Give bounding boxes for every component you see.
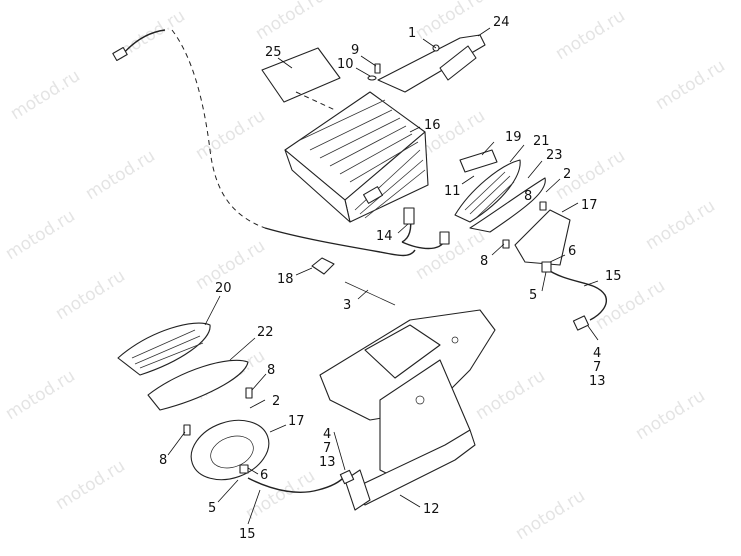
watermark: motod.ru bbox=[2, 366, 79, 424]
callout-10: 10 bbox=[337, 57, 354, 72]
cable-tie-3 bbox=[344, 281, 396, 306]
mounting-frame-12 bbox=[319, 309, 496, 511]
callout-7-right: 7 bbox=[593, 360, 601, 375]
washer-10 bbox=[367, 75, 377, 81]
callout-8-left-upper: 8 bbox=[267, 363, 275, 378]
speaker-lead-15-left bbox=[247, 469, 355, 493]
watermark: motod.ru bbox=[652, 56, 729, 114]
callout-21: 21 bbox=[533, 134, 550, 149]
watermark: motod.ru bbox=[252, 0, 329, 44]
speaker-bracket-17-right bbox=[502, 201, 571, 266]
amplifier-16 bbox=[284, 91, 429, 223]
watermark: motod.ru bbox=[7, 66, 84, 124]
watermark: motod.ru bbox=[512, 486, 589, 544]
callout-20: 20 bbox=[215, 281, 232, 296]
callout-1: 1 bbox=[408, 26, 416, 41]
watermark: motod.ru bbox=[642, 196, 719, 254]
callout-17-left: 17 bbox=[288, 414, 305, 429]
callout-14: 14 bbox=[376, 229, 393, 244]
speaker-17-left bbox=[190, 419, 270, 481]
callout-3: 3 bbox=[343, 298, 351, 313]
callout-13-left: 13 bbox=[319, 455, 336, 470]
antenna-cable bbox=[112, 29, 416, 257]
clip-8-left bbox=[183, 387, 253, 436]
watermark: motod.ru bbox=[472, 366, 549, 424]
callout-12: 12 bbox=[423, 502, 440, 517]
callout-8-right-upper: 8 bbox=[524, 189, 532, 204]
watermark: motod.ru bbox=[82, 146, 159, 204]
callout-11: 11 bbox=[444, 184, 461, 199]
callout-4-left: 4 bbox=[323, 427, 331, 442]
gasket-22-left bbox=[147, 359, 249, 411]
speaker-grille-right bbox=[454, 149, 546, 233]
callout-6-left: 6 bbox=[260, 468, 268, 483]
callout-16: 16 bbox=[424, 118, 441, 133]
callout-2-left: 2 bbox=[272, 394, 280, 409]
callout-8-right-lower: 8 bbox=[480, 254, 488, 269]
callout-5-left: 5 bbox=[208, 501, 216, 516]
callout-labels: 1 24 25 9 10 16 19 21 23 11 2 8 17 14 8 … bbox=[159, 15, 622, 542]
callout-25: 25 bbox=[265, 45, 282, 60]
callout-15-left: 15 bbox=[239, 527, 256, 542]
callout-7-left: 7 bbox=[323, 441, 331, 456]
screw-9 bbox=[374, 63, 381, 74]
label-sheet-25 bbox=[261, 47, 341, 111]
callout-18: 18 bbox=[277, 272, 294, 287]
watermark: motod.ru bbox=[552, 6, 629, 64]
callout-6-right: 6 bbox=[568, 244, 576, 259]
callout-15-right: 15 bbox=[605, 269, 622, 284]
callout-22: 22 bbox=[257, 325, 274, 340]
watermark: motod.ru bbox=[52, 456, 129, 514]
watermark: motod.ru bbox=[2, 206, 79, 264]
callout-8-left-lower: 8 bbox=[159, 453, 167, 468]
callout-4-right: 4 bbox=[593, 346, 601, 361]
harness-14 bbox=[401, 207, 450, 250]
watermark: motod.ru bbox=[52, 266, 129, 324]
speaker-grille-20-left bbox=[117, 322, 211, 376]
watermark: motod.ru bbox=[192, 106, 269, 164]
watermark: motod.ru bbox=[632, 386, 709, 444]
watermark: motod.ru bbox=[242, 466, 319, 524]
callout-19: 19 bbox=[505, 130, 522, 145]
watermark: motod.ru bbox=[412, 226, 489, 284]
callout-24: 24 bbox=[493, 15, 510, 30]
fuse-18 bbox=[311, 257, 335, 275]
speaker-lead-15-right bbox=[541, 261, 607, 331]
callout-23: 23 bbox=[546, 148, 563, 163]
callout-13-right: 13 bbox=[589, 374, 606, 389]
strap-24 bbox=[377, 34, 486, 93]
leader-lines bbox=[167, 27, 599, 525]
callout-9: 9 bbox=[351, 43, 359, 58]
callout-2-right: 2 bbox=[563, 167, 571, 182]
watermark: motod.ru bbox=[592, 276, 669, 334]
callout-5-right: 5 bbox=[529, 288, 537, 303]
callout-17-right: 17 bbox=[581, 198, 598, 213]
